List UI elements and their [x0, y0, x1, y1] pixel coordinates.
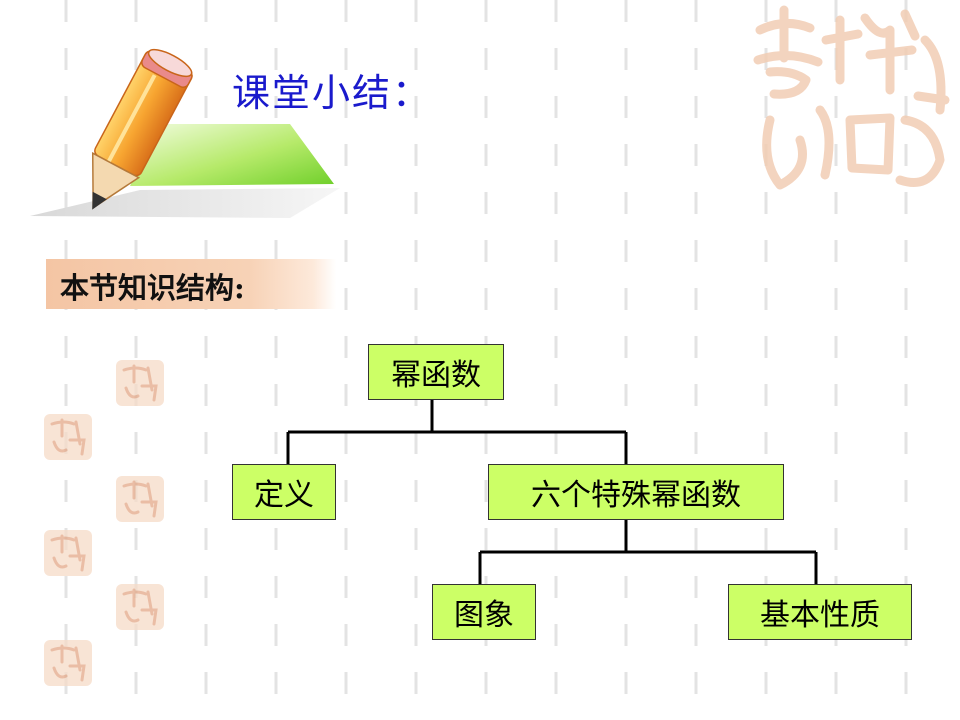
node-six-special-power-functions: 六个特殊幂函数: [488, 464, 784, 520]
node-basic-properties: 基本性质: [728, 584, 912, 640]
node-power-function: 幂函数: [368, 344, 504, 400]
node-definition: 定义: [232, 464, 336, 520]
node-graph: 图象: [432, 584, 536, 640]
